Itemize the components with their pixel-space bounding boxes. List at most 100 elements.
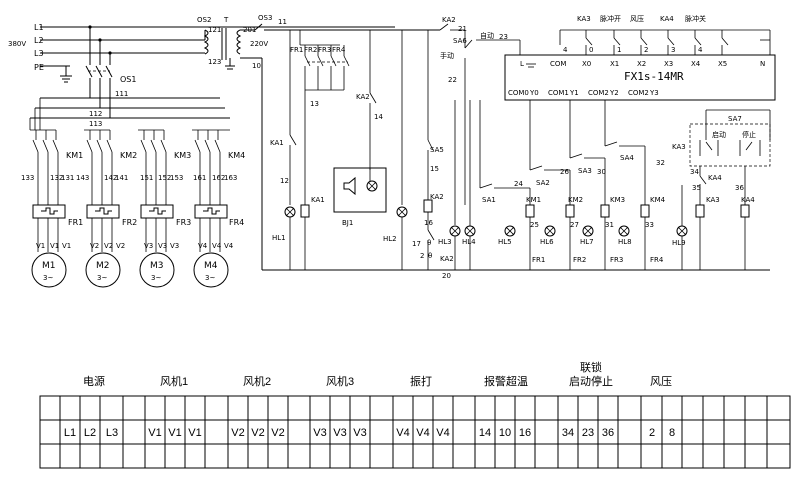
motor-m1-phase: 3~ — [43, 274, 53, 282]
terminal-cell: 23 — [582, 427, 594, 439]
output-branch-4: KM4 33 HL8 FR4 — [618, 146, 666, 270]
plc-in-x3: X3 — [664, 60, 673, 68]
bus-no-111: 111 — [115, 90, 128, 98]
group-interlock: 联锁 — [580, 360, 602, 374]
terminal-cell: V2 — [251, 427, 264, 439]
relay-fr2: FR2 — [122, 218, 137, 227]
theta-1: θ — [427, 239, 431, 247]
motor-m3-phase: 3~ — [151, 274, 161, 282]
km2-coil: KM2 — [568, 196, 583, 204]
plc-out-com2b: COM2 — [628, 89, 649, 97]
sa5-switch: SA5 — [430, 146, 444, 154]
breaker-label: OS1 — [120, 75, 136, 84]
plc-out-y0: Y0 — [529, 89, 539, 97]
plc-top-pulse-off: 脉冲关 — [685, 14, 706, 23]
terminal-cell: 14 — [479, 427, 491, 439]
theta-2: θ — [428, 252, 432, 260]
plc-in-com: COM — [550, 60, 566, 68]
motor-m4-phase: 3~ — [205, 274, 215, 282]
sa7-switch: SA7 — [728, 115, 742, 123]
plc-out-com2a: COM2 — [588, 89, 609, 97]
wire-31: 31 — [605, 221, 614, 229]
plc-out-com0: COM0 — [508, 89, 529, 97]
terminal-cell: V4 — [416, 427, 429, 439]
motor-m4: M4 — [204, 261, 218, 271]
contactor-km4: KM4 — [228, 151, 245, 160]
plc-wire-2: 2 — [644, 46, 648, 54]
motor-branch-1: KM1 133 132 131 FR1 V1 V1 V1 M1 3~ — [21, 129, 83, 288]
hl2-lamp: HL2 — [383, 235, 397, 243]
contactor-km3: KM3 — [174, 151, 191, 160]
plc-wire-4a: 4 — [563, 46, 568, 54]
manual-label: 手动 — [440, 51, 454, 60]
motor-m1: M1 — [42, 261, 56, 271]
plc-in-x2: X2 — [637, 60, 646, 68]
wire-v4-b: V4 — [212, 242, 222, 250]
wire-22: 22 — [448, 76, 457, 84]
plc-top-ka4: KA4 — [660, 15, 674, 23]
motor-m2: M2 — [96, 261, 110, 271]
output-branch-3: KM3 31 HL7 FR3 — [580, 158, 625, 270]
wire-13: 13 — [310, 100, 319, 108]
wire-v4-a: V4 — [198, 242, 208, 250]
bj1-buzzer: BJ1 — [342, 219, 353, 227]
pe-label: PE — [34, 63, 44, 72]
wire-v3-b: V3 — [158, 242, 167, 250]
fr1-contact: FR1 — [532, 256, 545, 264]
line-label-l3: L3 — [34, 49, 44, 58]
group-power: 电源 — [83, 374, 105, 388]
plc-out-y3: Y3 — [649, 89, 659, 97]
relay-fr3: FR3 — [176, 218, 191, 227]
auto-label: 自动 — [480, 31, 494, 40]
wire-162: 162 — [212, 174, 225, 182]
wire-v2-a: V2 — [90, 242, 99, 250]
wire-20: 20 — [442, 272, 451, 280]
wire-v1-a: V1 — [36, 242, 45, 250]
fr-label-4: FR4 — [332, 46, 346, 54]
ka3-contact: KA3 — [672, 143, 686, 151]
power-section: L1 L2 L3 380V PE OS1 111 112 113 — [8, 23, 395, 130]
wire-36: 36 — [735, 184, 744, 192]
terminal-cell: 2 — [649, 427, 655, 439]
terminal-cell: V3 — [333, 427, 346, 439]
wire-v1-c: V1 — [62, 242, 71, 250]
hl4-lamp: HL4 — [462, 238, 476, 246]
wire-35: 35 — [692, 184, 701, 192]
wire-30: 30 — [597, 168, 606, 176]
sa3-switch: SA3 — [578, 167, 592, 175]
wire-17: 17 — [412, 240, 421, 248]
fr2-contact: FR2 — [573, 256, 586, 264]
motor-branch-3: KM3 151 152 153 FR3 V3 V3 V3 M3 3~ — [138, 129, 191, 288]
terminal-cell: 36 — [602, 427, 614, 439]
motor-m3: M3 — [150, 261, 164, 271]
motor-branch-2: KM2 143 142 141 FR2 V2 V2 V2 M2 3~ — [76, 129, 137, 288]
fr-label-1: FR1 — [290, 46, 303, 54]
plc-in-x0: X0 — [582, 60, 591, 68]
wire-12: 12 — [280, 177, 289, 185]
terminal-cell: 34 — [562, 427, 574, 439]
plc-wire-3: 3 — [671, 46, 675, 54]
plc-top-pulse-on: 脉冲开 — [600, 14, 621, 23]
hl7-lamp: HL7 — [580, 238, 594, 246]
plc-wire-4b: 4 — [698, 46, 703, 54]
control-circuit: FR1 FR2 FR3 FR4 13 KA2 14 KA1 12 HL1 K — [270, 16, 771, 280]
group-start-stop: 启动停止 — [569, 374, 613, 388]
wire-33: 33 — [645, 221, 654, 229]
start-label: 启动 — [712, 130, 726, 139]
wire-133: 133 — [21, 174, 34, 182]
plc-in-x5: X5 — [718, 60, 727, 68]
wire-141: 141 — [115, 174, 128, 182]
wire-15: 15 — [430, 165, 439, 173]
hl1-lamp: HL1 — [272, 234, 286, 242]
ka2-contact: KA2 — [356, 93, 370, 101]
wire-152: 152 — [158, 174, 171, 182]
wire-v1-b: V1 — [50, 242, 59, 250]
plc-model: FX1s-14MR — [624, 70, 684, 83]
fr4-contact: FR4 — [650, 256, 664, 264]
plc-out-com1: COM1 — [548, 89, 569, 97]
plc-out-y1: Y1 — [569, 89, 579, 97]
terminal-cell: V3 — [353, 427, 366, 439]
wire-151: 151 — [140, 174, 153, 182]
bus-no-112: 112 — [89, 110, 102, 118]
motor-m2-phase: 3~ — [97, 274, 107, 282]
